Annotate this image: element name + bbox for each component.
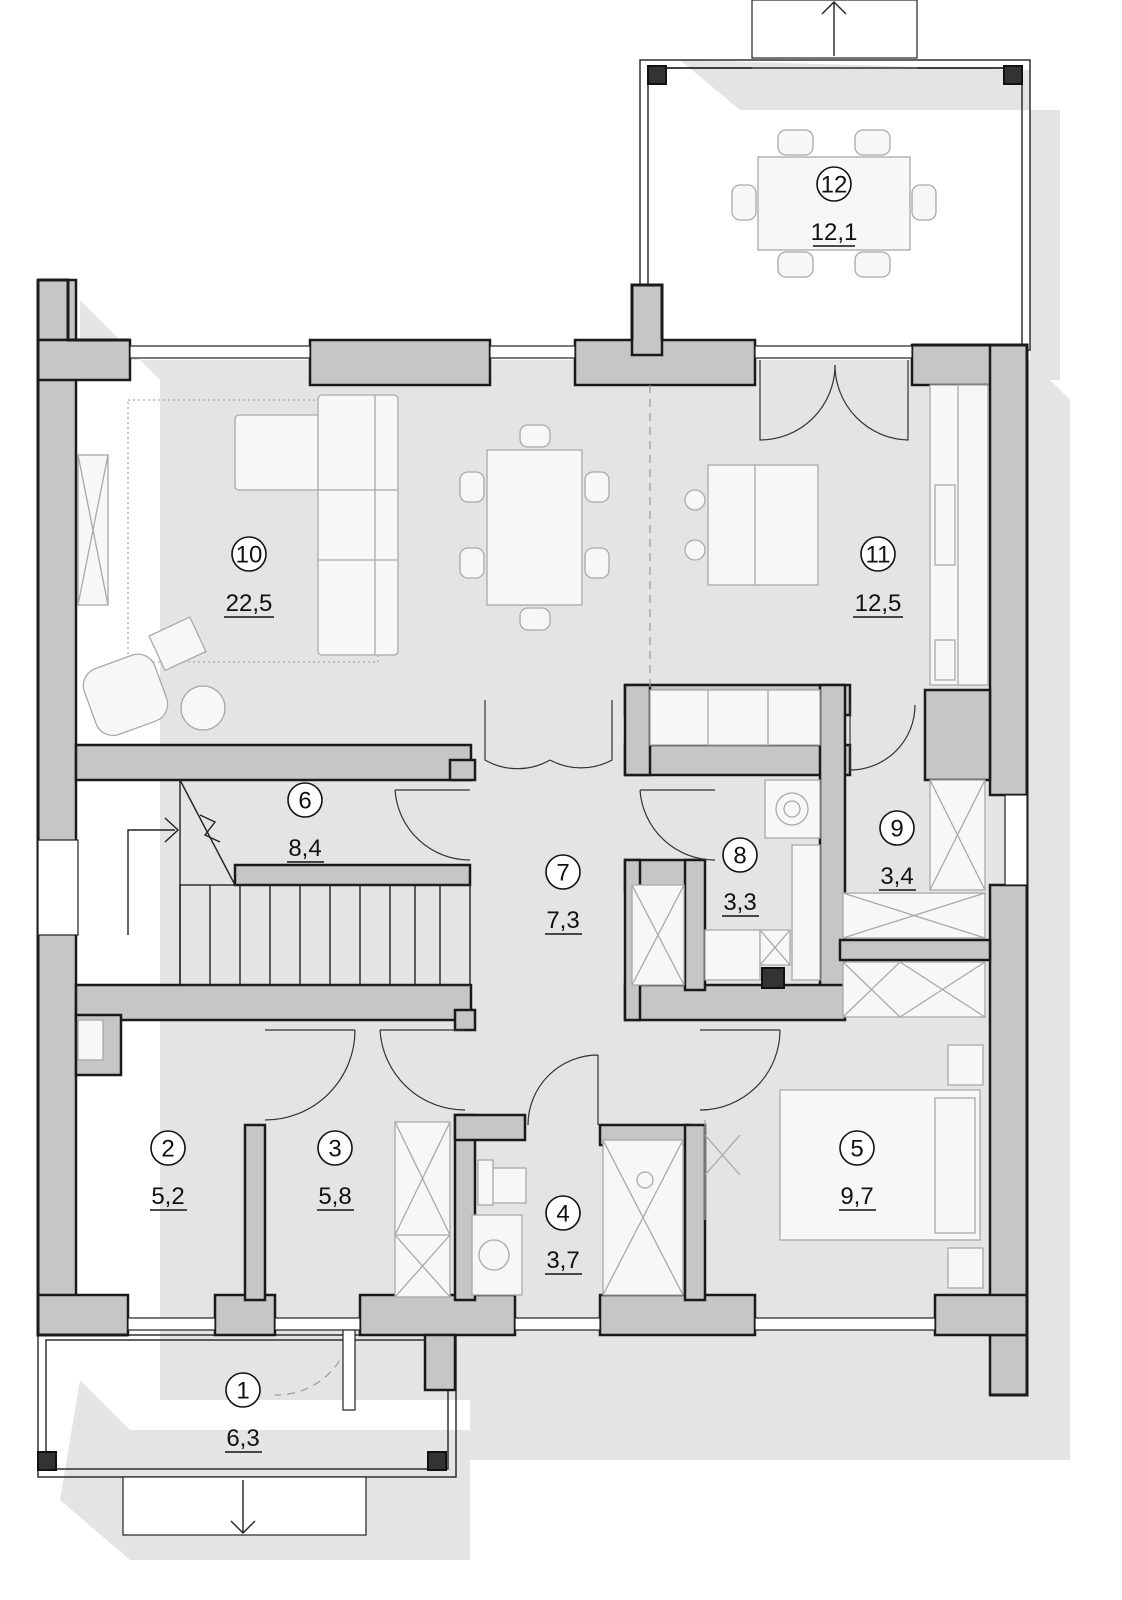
svg-text:3,7: 3,7 [546, 1247, 579, 1274]
svg-text:2: 2 [161, 1136, 174, 1163]
svg-text:3,4: 3,4 [880, 863, 913, 890]
room-label-11: 11 12,5 [853, 536, 903, 618]
furniture [77, 129, 989, 1298]
room-label-7: 7 7,3 [545, 854, 582, 935]
svg-text:4: 4 [556, 1201, 569, 1228]
room-label-5: 5 9,7 [839, 1130, 876, 1211]
room-label-6: 6 8,4 [287, 782, 324, 863]
svg-text:8,4: 8,4 [288, 835, 321, 862]
terrace-column [647, 65, 667, 85]
porch-1-structure [37, 1334, 457, 1536]
svg-text:6,3: 6,3 [226, 1425, 259, 1452]
terrace-column [1003, 65, 1023, 85]
svg-text:8: 8 [733, 843, 746, 870]
svg-text:7: 7 [556, 860, 569, 887]
svg-text:9: 9 [890, 816, 903, 843]
svg-text:3,3: 3,3 [723, 889, 756, 916]
svg-text:5,8: 5,8 [318, 1183, 351, 1210]
porch-column [37, 1451, 57, 1471]
room-label-2: 2 5,2 [150, 1130, 187, 1211]
doors [264, 360, 916, 1411]
svg-text:1: 1 [236, 1378, 249, 1405]
room-label-8: 8 3,3 [722, 837, 759, 917]
porch-column [427, 1451, 447, 1471]
svg-text:5,2: 5,2 [151, 1183, 184, 1210]
svg-text:12: 12 [821, 172, 848, 199]
svg-text:6: 6 [298, 788, 311, 815]
staircase [127, 779, 471, 986]
windows [37, 345, 1028, 1331]
svg-text:12,1: 12,1 [811, 219, 858, 246]
svg-text:5: 5 [850, 1136, 863, 1163]
svg-text:22,5: 22,5 [226, 590, 273, 617]
room-labels: 12 12,1 10 22,5 11 12,5 6 8,4 7 7,3 [150, 166, 916, 1453]
room-label-12: 12 12,1 [811, 166, 858, 247]
room-label-9: 9 3,4 [879, 810, 916, 891]
room-label-3: 3 5,8 [317, 1130, 354, 1211]
room-label-1: 1 6,3 [225, 1372, 262, 1453]
svg-text:9,7: 9,7 [840, 1183, 873, 1210]
svg-text:12,5: 12,5 [855, 590, 902, 617]
room-label-10: 10 22,5 [224, 536, 274, 618]
svg-text:3: 3 [328, 1136, 341, 1163]
svg-text:7,3: 7,3 [546, 907, 579, 934]
svg-text:10: 10 [236, 542, 263, 569]
svg-text:11: 11 [866, 542, 891, 569]
room-label-4: 4 3,7 [545, 1195, 582, 1275]
